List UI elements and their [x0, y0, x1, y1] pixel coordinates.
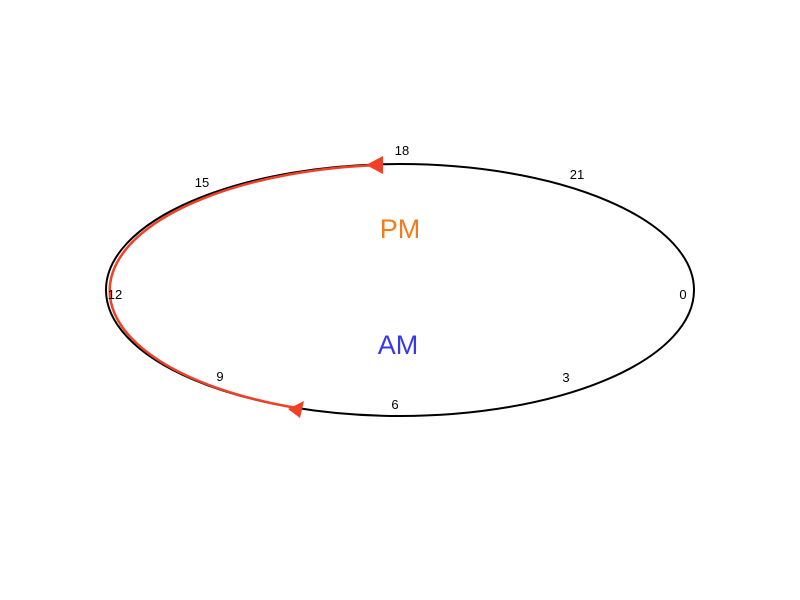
- hour-label-3: 3: [562, 370, 569, 385]
- hour-label-0: 0: [679, 287, 686, 302]
- day-cycle-ellipse: [105, 163, 695, 417]
- hour-label-21: 21: [570, 167, 584, 182]
- am-label: AM: [378, 330, 419, 360]
- hour-label-12: 12: [108, 287, 122, 302]
- pm-label: PM: [380, 214, 421, 244]
- hour-label-18: 18: [395, 143, 409, 158]
- arrowhead-top-icon: [366, 156, 383, 174]
- highlight-arc: [108, 163, 381, 410]
- arrowhead-bottom-icon: [288, 401, 304, 418]
- hour-label-9: 9: [216, 369, 223, 384]
- hour-label-6: 6: [391, 397, 398, 412]
- hour-label-15: 15: [195, 175, 209, 190]
